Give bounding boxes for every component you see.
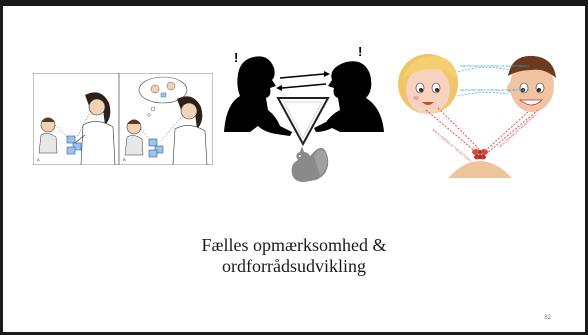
attention-triangle bbox=[278, 98, 328, 144]
slide-title-line-2: ordforrådsudvikling bbox=[0, 256, 588, 277]
slide-title-line-1: Fælles opmærksomhed & bbox=[0, 235, 588, 256]
gaze-caption-left: SHE'S LOOKING AT THE BUTTERFLY bbox=[431, 128, 474, 165]
silhouettes-triangle-squirrel: ! ! bbox=[220, 40, 385, 190]
speech-caption-middle: HE KNOWS SHE'S LOOKING AT THE BUTTERFLY bbox=[460, 88, 530, 92]
exclamation-right: ! bbox=[358, 44, 362, 59]
sand-hill bbox=[448, 161, 512, 178]
panel-b-label: B bbox=[123, 157, 126, 162]
left-person-silhouette bbox=[224, 56, 292, 136]
speech-caption-top: SHE KNOWS HE'S LOOKING AT THE BUTTERFLY bbox=[460, 64, 530, 68]
butterfly-icon bbox=[472, 149, 488, 159]
panel-a-label: A bbox=[37, 157, 40, 162]
exchange-arrows bbox=[276, 71, 330, 91]
gaze-caption-right: HE'S LOOKING AT THE BUTTERFLY bbox=[498, 112, 538, 149]
joint-attention-sketch-panels: A B bbox=[33, 73, 213, 165]
squirrel-icon bbox=[292, 146, 329, 182]
exclamation-left: ! bbox=[234, 50, 238, 65]
slide-title: Fælles opmærksomhed & ordforrådsudviklin… bbox=[0, 235, 588, 277]
cartoon-shared-gaze-butterfly: SHE KNOWS HE'S LOOKING AT THE BUTTERFLY … bbox=[392, 48, 562, 178]
slide-number: 82 bbox=[544, 315, 551, 321]
girl-cartoon-face bbox=[398, 54, 458, 114]
